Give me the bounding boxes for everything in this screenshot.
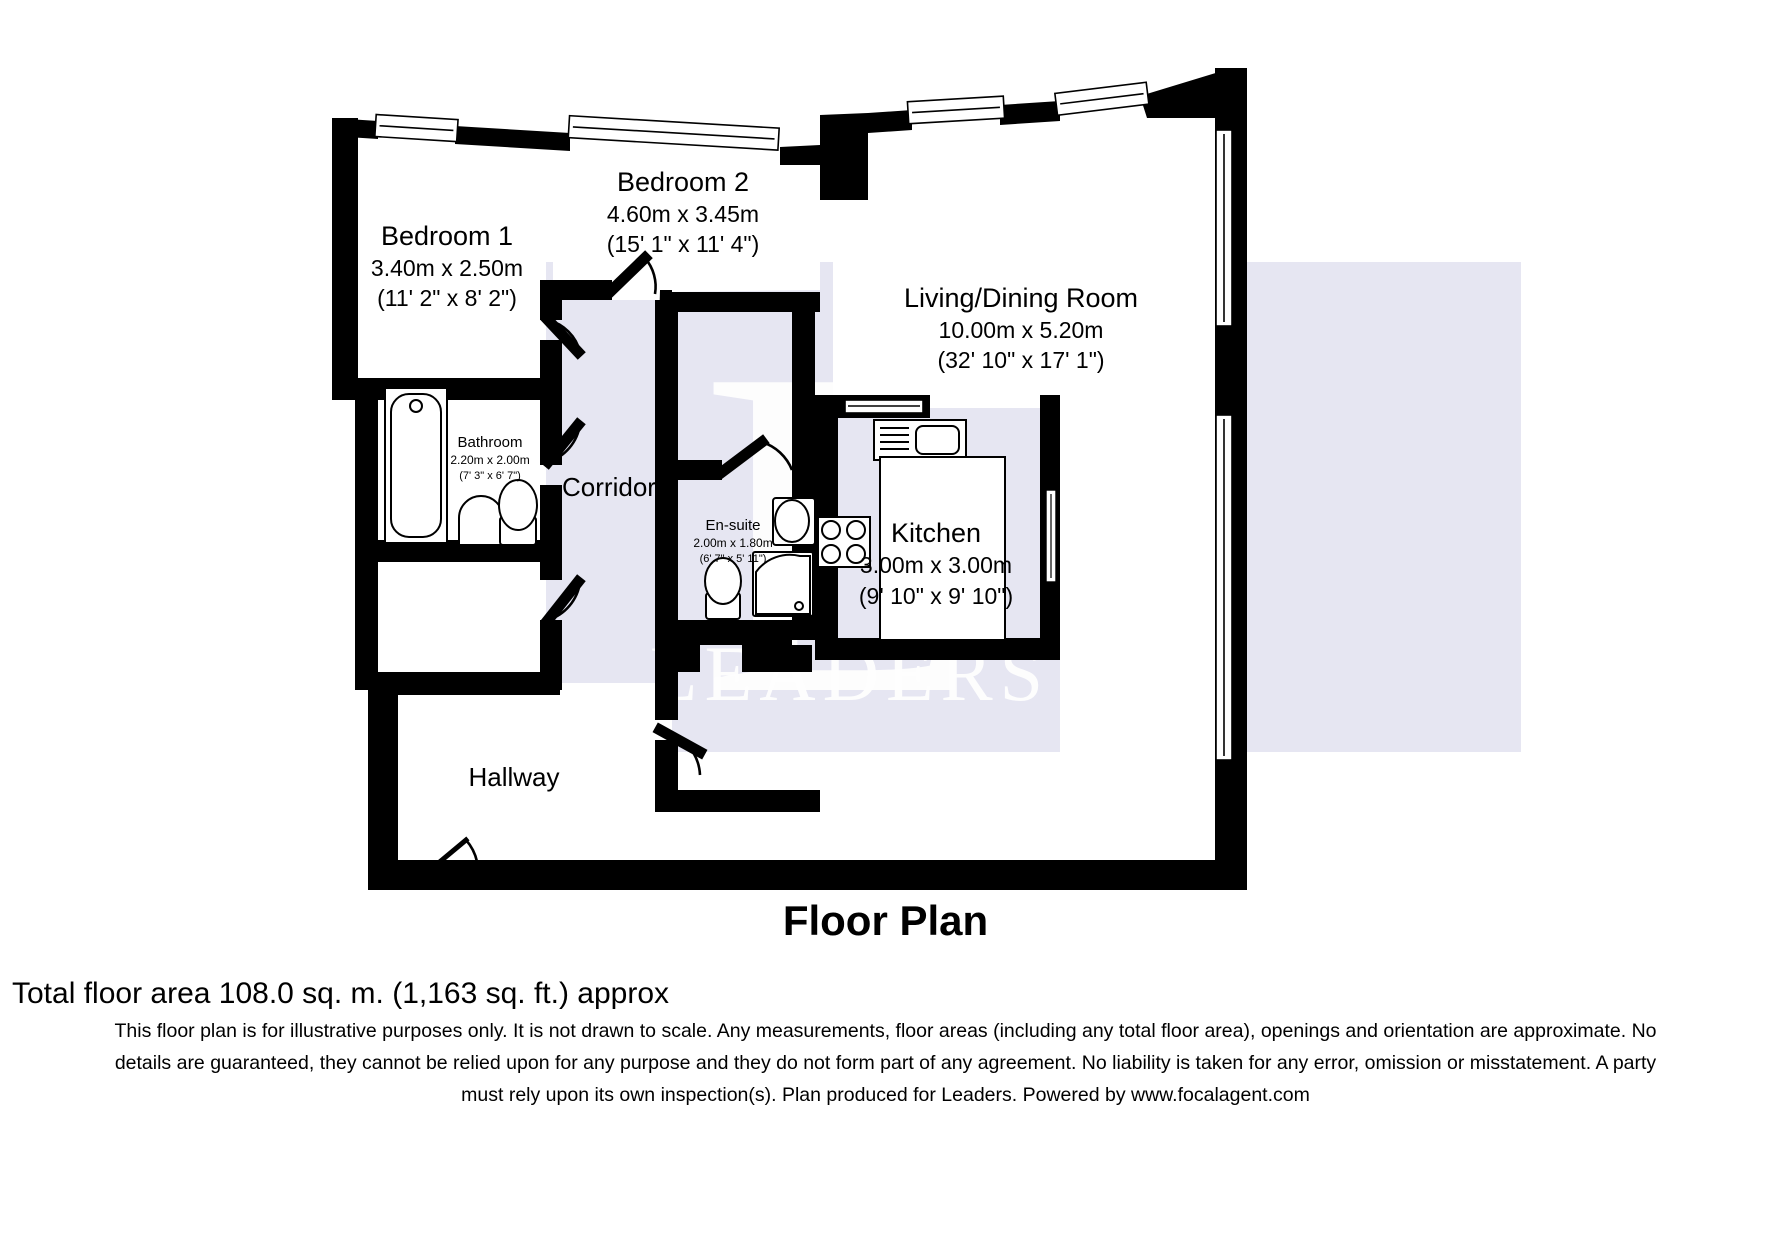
room-label-bedroom-1: Bedroom 1	[381, 221, 513, 251]
footer: Total floor area 108.0 sq. m. (1,163 sq.…	[0, 975, 1771, 1109]
room-dim-bedroom-2-metric: 4.60m x 3.45m	[607, 201, 759, 227]
room-label-bathroom: Bathroom	[457, 434, 522, 451]
total-floor-area: Total floor area 108.0 sq. m. (1,163 sq.…	[12, 977, 670, 1010]
room-label-en-suite: En-suite	[705, 517, 760, 534]
ensuite-fixtures	[704, 497, 816, 620]
room-labels: Bedroom 1 3.40m x 2.50m (11' 2" x 8' 2")…	[371, 167, 1138, 792]
room-dim-bathroom-metric: 2.20m x 2.00m	[450, 453, 529, 467]
bathroom-fixtures	[384, 387, 538, 546]
room-label-living-dining-room: Living/Dining Room	[904, 283, 1138, 313]
disclaimer-line-3: must rely upon its own inspection(s). Pl…	[461, 1084, 1310, 1107]
floor-plan-svg: L LEADERS	[332, 68, 1521, 890]
room-dim-bedroom-1-metric: 3.40m x 2.50m	[371, 255, 523, 281]
room-dim-living-metric: 10.00m x 5.20m	[939, 317, 1104, 343]
windows	[373, 81, 1233, 761]
room-dim-kitchen-imperial: (9' 10" x 9' 10")	[859, 583, 1013, 609]
room-dim-bathroom-imperial: (7' 3" x 6' 7")	[459, 470, 521, 482]
room-dim-en-suite-metric: 2.00m x 1.80m	[693, 536, 772, 550]
room-dim-kitchen-metric: 3.00m x 3.00m	[860, 552, 1012, 578]
disclaimer-line-1: This floor plan is for illustrative purp…	[114, 1019, 1657, 1042]
room-label-hallway: Hallway	[468, 762, 559, 792]
room-dim-bedroom-1-imperial: (11' 2" x 8' 2")	[377, 285, 517, 311]
room-label-kitchen: Kitchen	[891, 518, 981, 548]
room-dim-bedroom-2-imperial: (15' 1" x 11' 4")	[607, 231, 760, 257]
kitchen-fixtures	[817, 419, 1006, 641]
floor-plan-canvas: L LEADERS	[332, 68, 1521, 890]
room-label-corridor: Corridor	[562, 472, 656, 502]
room-dim-living-imperial: (32' 10" x 17' 1")	[937, 347, 1104, 373]
page-title: Floor Plan	[782, 897, 989, 944]
doors	[414, 250, 794, 887]
disclaimer-line-2: details are guaranteed, they cannot be r…	[114, 1051, 1657, 1074]
room-dim-en-suite-imperial: (6' 7" x 5' 11")	[700, 553, 767, 565]
room-label-bedroom-2: Bedroom 2	[617, 167, 749, 197]
